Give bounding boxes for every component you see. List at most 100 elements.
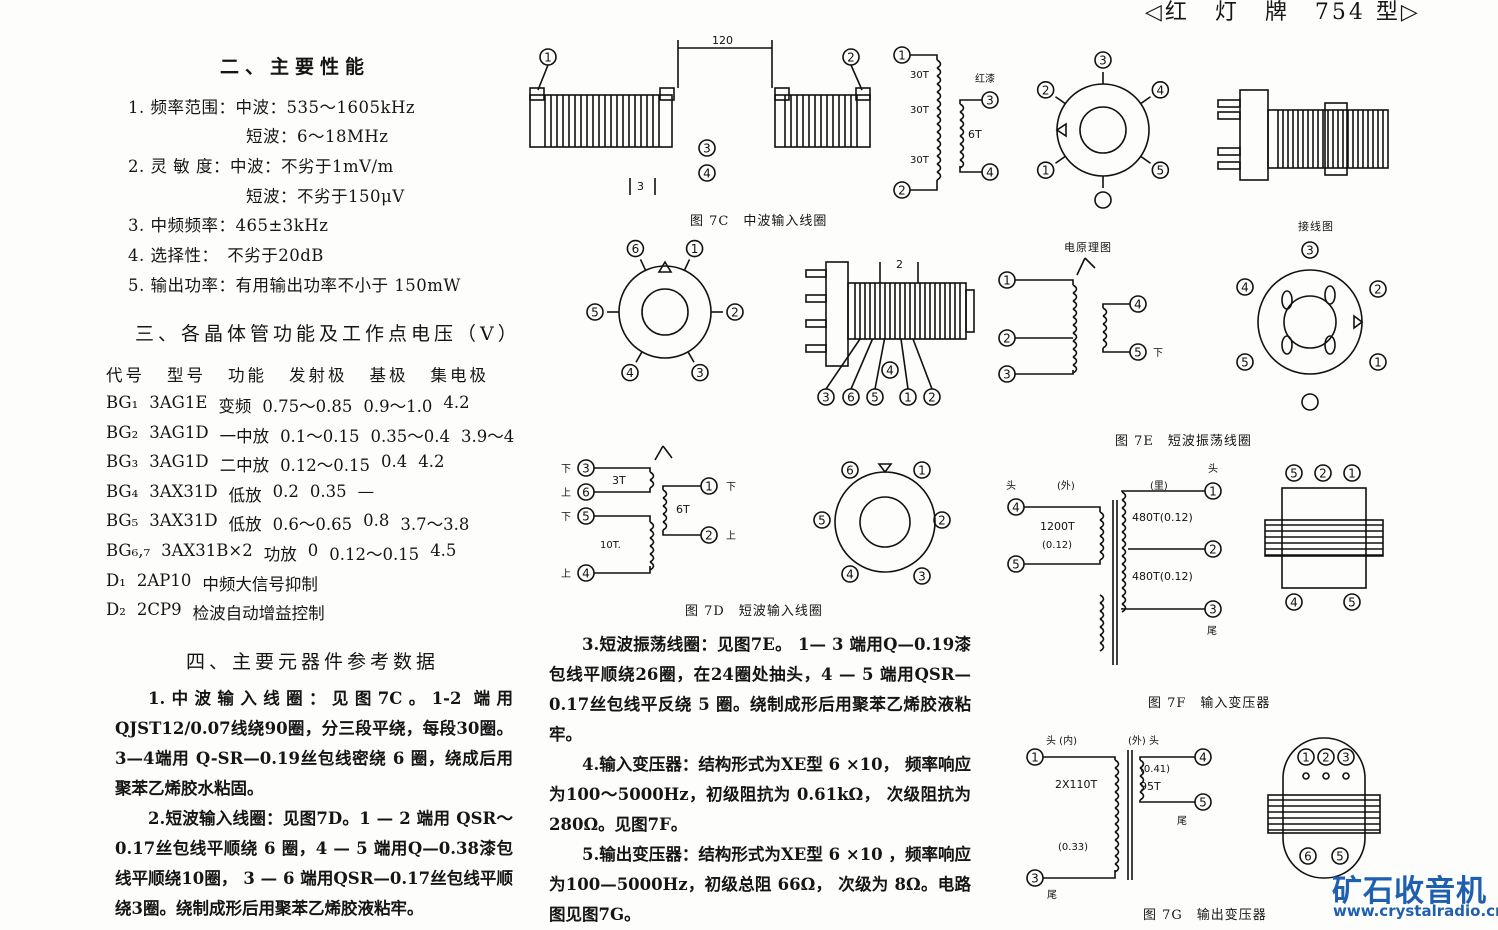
terminal-number: 4 <box>1241 281 1249 295</box>
diagram-rect <box>805 294 827 303</box>
terminal-marker <box>1236 278 1254 296</box>
terminal-number: 3 <box>918 570 926 584</box>
terminal-number: 6 <box>847 391 855 405</box>
table-cell: 功放 <box>263 545 297 564</box>
diagram-line <box>900 338 909 390</box>
terminal-number: 3 <box>1342 751 1350 765</box>
diagram-line <box>1084 257 1096 269</box>
paragraph-input-transformer: 4.输入变压器：结构形式为XE型 6 ×10， 频率响应为100～5000Hz，… <box>549 755 971 834</box>
terminal-number: 5 <box>1336 850 1344 864</box>
figure-7e-caption: 图 7E 短波振荡线圈 <box>1115 434 1252 449</box>
paragraph-sw-osc-coil: 3.短波振荡线圈：见图7E。 1— 3 端用Q—0.19漆包线平顺绕26圈，在2… <box>549 635 971 744</box>
table-cell: BG₁ <box>106 393 139 412</box>
terminal-number: 5 <box>1134 346 1142 360</box>
diagram-label: 1200T <box>1040 520 1075 533</box>
page-header-title: ◁红 灯 牌 754 型▷ <box>1145 0 1421 25</box>
diagram-line <box>959 166 982 173</box>
terminal-number: 1 <box>904 391 912 405</box>
coil-core <box>641 288 689 336</box>
winding-band <box>1324 102 1348 176</box>
terminal-number: 5 <box>591 306 599 320</box>
terminal-number: 2 <box>938 514 946 528</box>
coil-former <box>529 94 673 148</box>
table-cell: BG₂ <box>106 422 139 442</box>
table-cell: 二中放 <box>219 456 270 476</box>
diagram-label: 下 <box>561 512 571 523</box>
diagram-line <box>912 338 933 390</box>
table-cell: 0 <box>307 541 319 560</box>
pin-hole <box>1322 772 1330 780</box>
terminal-marker <box>1285 464 1303 482</box>
table-cell: D₂ <box>106 600 126 620</box>
table-cell: 3.9～4 <box>461 426 515 446</box>
terminal-number: 5 <box>1241 356 1249 370</box>
terminal-number: 2 <box>898 184 906 198</box>
terminal-number: 2 <box>1322 751 1330 765</box>
terminal-marker <box>691 363 709 382</box>
table-cell: 0.12～0.15 <box>280 456 371 476</box>
terminal-marker <box>1343 464 1361 482</box>
diagram-line <box>1043 870 1116 879</box>
winding-symbol <box>1072 284 1078 374</box>
figure-7c-caption: 图 7C 中波输入线圈 <box>690 214 828 229</box>
diagram-label: (0.41) <box>1140 764 1170 775</box>
connector-base <box>825 261 849 367</box>
diagram-rect <box>805 269 827 278</box>
diagram-line <box>594 488 651 493</box>
pin-hole <box>1342 772 1350 780</box>
diagram-label: 上 <box>561 568 571 580</box>
terminal-number: 3 <box>696 366 704 380</box>
wiring-label: 接线图 <box>1298 220 1334 233</box>
terminal-number: 3 <box>703 142 711 156</box>
diagram-label: 尾 <box>1207 625 1217 637</box>
terminal-number: 4 <box>986 166 994 180</box>
terminal-number: 4 <box>1134 298 1142 312</box>
diagram-line <box>662 485 701 490</box>
terminal-number: 5 <box>1012 558 1020 572</box>
table-cell: 3AX31D <box>149 511 218 531</box>
table-cell: 低放 <box>228 515 262 535</box>
terminal-marker <box>1317 748 1335 766</box>
terminal-marker <box>881 361 899 379</box>
terminal-marker <box>1343 593 1361 611</box>
coil-base <box>1056 83 1150 177</box>
terminal-number: 3 <box>582 462 590 476</box>
spec-line: 短波：不劣于150μV <box>246 187 405 206</box>
diagram-line <box>1139 756 1195 760</box>
terminal-marker <box>841 565 859 583</box>
orientation-arrow <box>877 463 893 474</box>
terminal-number: 2 <box>928 391 936 405</box>
diagram-rect <box>805 319 827 328</box>
terminal-marker <box>1036 81 1055 99</box>
terminal-number: 3 <box>1306 244 1314 258</box>
pin-hole <box>1281 335 1293 355</box>
terminal-number: 2 <box>1042 83 1050 97</box>
diagram-label: 30T <box>910 105 930 116</box>
terminal-number: 1 <box>705 480 713 494</box>
section4-title: 四、主要元器件参考数据 <box>186 651 440 673</box>
terminal-marker <box>1369 280 1387 298</box>
pin-hole <box>1302 772 1310 780</box>
terminal-marker <box>913 567 931 585</box>
terminal-number: 1 <box>1348 467 1356 481</box>
figure-7g-caption: 图 7G 输出变压器 <box>1143 908 1267 923</box>
terminal-marker <box>1285 593 1303 611</box>
diagram-line <box>1055 155 1066 164</box>
watermark-url: www.crystalradio.cn <box>1333 902 1498 920</box>
coil-core <box>1079 106 1127 154</box>
terminal-marker <box>1151 161 1170 179</box>
diagram-rect <box>529 87 545 101</box>
table-cell: 0.8 <box>363 511 390 531</box>
diagram-label: 6T <box>968 128 982 141</box>
coil-base <box>618 265 712 359</box>
transformer-core <box>1267 794 1381 834</box>
diagram-label: 尾 <box>1177 815 1187 827</box>
terminal-marker <box>698 139 716 157</box>
diagram-line <box>1121 490 1205 492</box>
diagram-line <box>1140 155 1151 164</box>
terminal-number: 5 <box>1199 796 1207 810</box>
